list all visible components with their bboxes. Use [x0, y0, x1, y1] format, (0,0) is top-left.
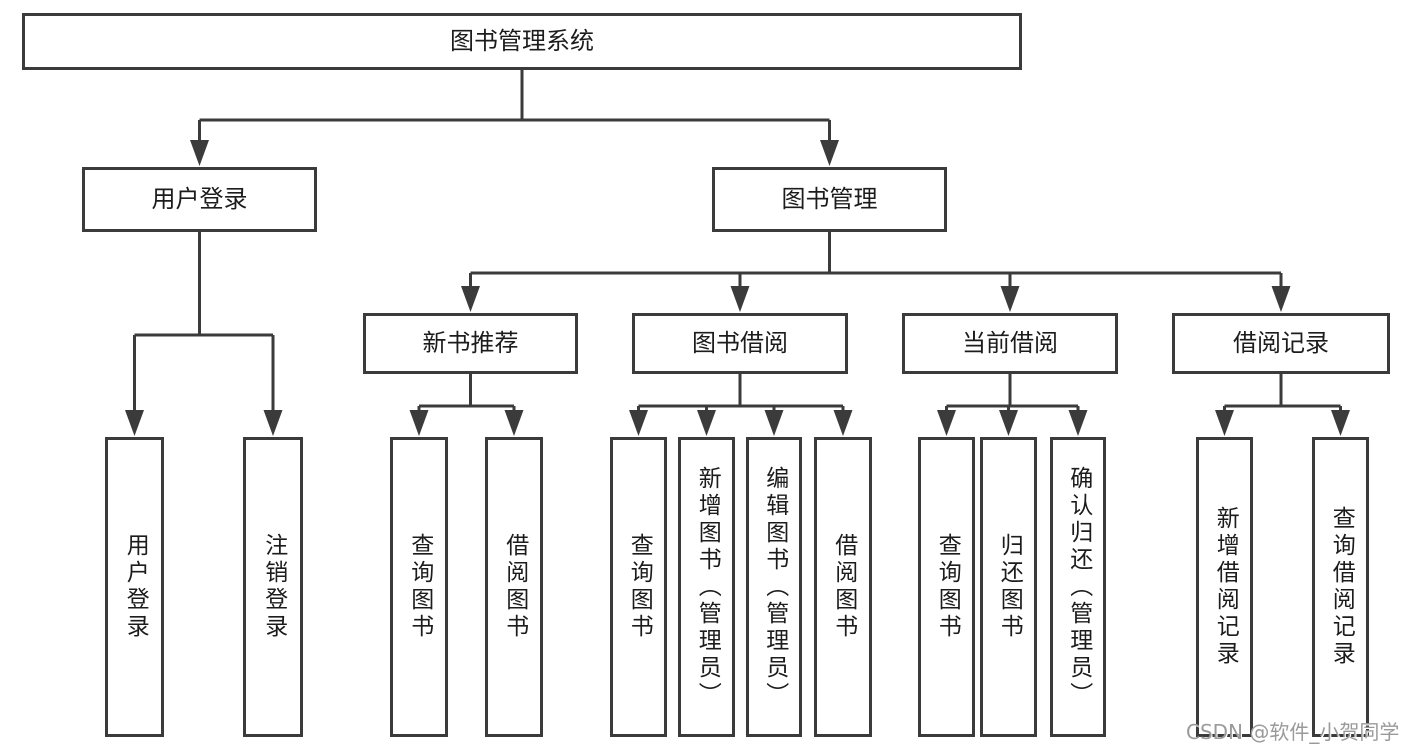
arrowhead [820, 140, 839, 166]
arrowhead [263, 410, 283, 436]
arrowhead [999, 410, 1018, 436]
node-label: 借阅图书 [501, 533, 528, 641]
node-book-borrowing: 图书借阅 [632, 313, 848, 374]
node-label: 查询图书 [406, 533, 433, 641]
leaf-user-login: 用户登录 [105, 437, 164, 737]
arrowhead [764, 410, 784, 436]
arrowhead [730, 286, 750, 312]
node-label: 新增借阅记录 [1212, 506, 1239, 668]
leaf-query-books-borrowing: 查询图书 [610, 437, 667, 737]
leaf-query-borrow-record: 查询借阅记录 [1312, 437, 1369, 737]
arrowhead [461, 286, 480, 312]
node-user-login: 用户登录 [82, 167, 317, 232]
node-label: 借阅图书 [830, 533, 857, 641]
arrowhead [1000, 286, 1020, 312]
node-label: 归还图书 [996, 533, 1023, 641]
leaf-logout: 注销登录 [243, 437, 303, 737]
leaf-edit-book-admin: 编辑图书（管理员） [746, 437, 802, 737]
arrowhead [504, 410, 524, 436]
arrowhead [697, 410, 716, 436]
node-label: 查询图书 [934, 533, 961, 641]
csdn-watermark: CSDN @软件_小贺同学 [1186, 720, 1400, 744]
node-borrowing-records: 借阅记录 [1172, 313, 1390, 374]
arrowhead [833, 410, 853, 436]
node-label: 图书管理 [781, 185, 878, 214]
node-label: 用户登录 [122, 533, 149, 641]
node-label: 编辑图书（管理员） [761, 465, 788, 709]
arrowhead [1271, 286, 1291, 312]
node-label: 当前借阅 [962, 329, 1058, 358]
leaf-query-books-recommend: 查询图书 [390, 437, 448, 737]
arrowhead [409, 410, 429, 436]
node-label: 用户登录 [151, 185, 248, 214]
arrowhead [1331, 410, 1350, 436]
node-label: 确认归还（管理员） [1065, 465, 1092, 709]
arrowhead [1215, 410, 1234, 436]
node-label: 借阅记录 [1233, 329, 1329, 358]
arrowhead [937, 410, 956, 436]
leaf-confirm-return-admin: 确认归还（管理员） [1050, 437, 1106, 737]
leaf-add-borrow-record: 新增借阅记录 [1196, 437, 1253, 737]
leaf-query-books-current: 查询图书 [918, 437, 975, 737]
arrowhead [629, 410, 648, 436]
node-new-book-recommendation: 新书推荐 [363, 313, 578, 374]
node-label: 查询借阅记录 [1328, 506, 1355, 668]
leaf-borrow-books: 借阅图书 [814, 437, 872, 737]
node-label: 查询图书 [626, 533, 653, 641]
node-label: 图书借阅 [692, 329, 788, 358]
leaf-add-book-admin: 新增图书（管理员） [678, 437, 735, 737]
arrowhead [125, 410, 144, 436]
node-label: 新增图书（管理员） [694, 465, 721, 709]
leaf-borrow-books-recommend: 借阅图书 [485, 437, 543, 737]
arrowhead [1068, 410, 1088, 436]
node-label: 新书推荐 [422, 329, 519, 358]
node-label: 注销登录 [260, 533, 287, 641]
node-label: 图书管理系统 [450, 27, 594, 56]
node-library-management-system: 图书管理系统 [22, 13, 1022, 70]
node-book-management: 图书管理 [712, 167, 947, 232]
arrowhead [190, 140, 209, 166]
leaf-return-book: 归还图书 [980, 437, 1037, 737]
node-current-borrowing: 当前借阅 [902, 313, 1118, 374]
